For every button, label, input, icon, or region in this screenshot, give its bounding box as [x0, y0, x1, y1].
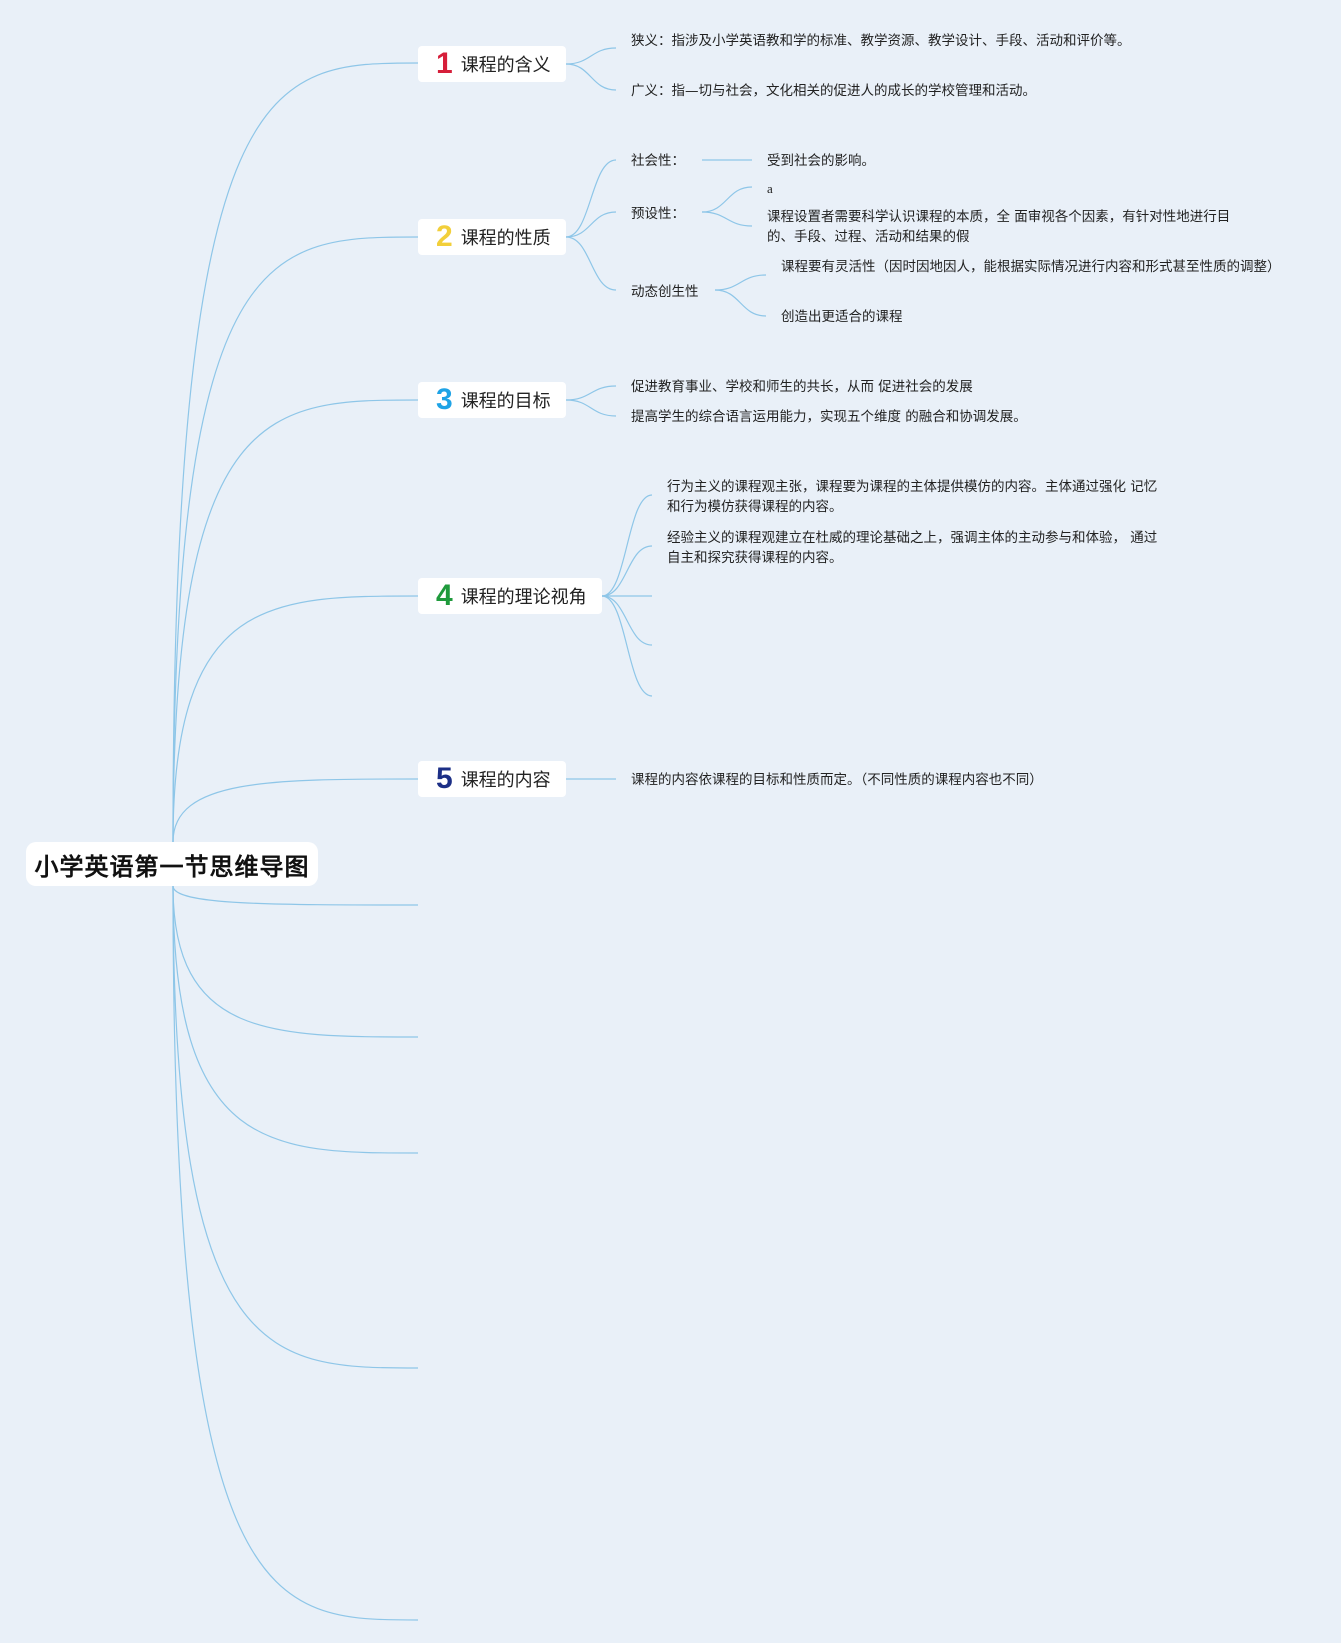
branch-line-8 [172, 885, 419, 1154]
topic-1-subtopic-1[interactable]: 狭义：指涉及小学英语教和学的标准、教学资源、教学设计、手段、活动和评价等。 [631, 33, 1131, 49]
topic-2-preset-link-a [701, 186, 753, 213]
topic-5-subtopic-1[interactable]: 课程的内容依课程的目标和性质而定。（不同性质的课程内容也不同） [631, 772, 1043, 788]
topic-2-link-preset [565, 211, 617, 238]
topic-2-preset-detail-a[interactable]: a [767, 181, 773, 196]
topic-1-label: 课程的含义 [460, 55, 551, 76]
topic-2-dynamic-link-1 [714, 274, 767, 291]
topic-4-number: 4 [436, 579, 453, 612]
branch-line-10 [172, 885, 419, 1621]
topic-3-link-1 [565, 385, 617, 401]
topic-4[interactable]: 4 课程的理论视角 [418, 578, 602, 614]
topic-2-subtopic-dynamic[interactable]: 动态创生性 [631, 284, 699, 300]
topic-1-subtopic-2[interactable]: 广义：指—切与社会，文化相关的促进人的成长的学校管理和活动。 [631, 83, 1036, 99]
topic-2-preset-link-detail [701, 211, 753, 227]
branch-line-9 [172, 885, 419, 1369]
topic-2-social-detail[interactable]: 受到社会的影响。 [767, 153, 875, 169]
topic-3-subtopic-2[interactable]: 提高学生的综合语言运用能力，实现五个维度 的融合和协调发展。 [631, 409, 1027, 425]
branch-line-5 [172, 778, 419, 843]
topic-5[interactable]: 5 课程的内容 [418, 761, 566, 797]
central-topic[interactable]: 小学英语第一节思维导图 [26, 842, 318, 886]
topic-5-number: 5 [436, 762, 453, 795]
topic-3-label: 课程的目标 [460, 391, 551, 412]
topic-2-preset-detail[interactable]: 课程设置者需要科学认识课程的本质，全 面审视各个因素，有针对性地进行目的、手段、… [767, 209, 1231, 245]
topic-2-subtopic-social[interactable]: 社会性： [631, 153, 685, 169]
topic-3[interactable]: 3 课程的目标 [418, 382, 566, 418]
branch-line-4 [172, 595, 419, 843]
branch-line-3 [172, 399, 419, 843]
topic-4-link-2 [601, 545, 653, 597]
topic-2-dynamic-detail-2[interactable]: 创造出更适合的课程 [781, 309, 903, 325]
topic-3-number: 3 [436, 383, 453, 416]
topic-4-link-1 [601, 494, 653, 597]
topic-2-link-social [565, 159, 617, 238]
topic-3-link-2 [565, 399, 617, 417]
topic-2-dynamic-detail-1[interactable]: 课程要有灵活性（因时因地因人，能根据实际情况进行内容和形式甚至性质的调整） [781, 259, 1281, 275]
topic-2-number: 2 [436, 220, 453, 253]
branch-line-2 [172, 236, 419, 843]
topic-1-number: 1 [436, 47, 453, 80]
topic-1-link-1 [565, 47, 617, 65]
topic-4-subtopic-2[interactable]: 经验主义的课程观建立在杜威的理论基础之上，强调主体的主动参与和体验， 通过自主和… [667, 530, 1158, 566]
branch-line-7 [172, 885, 419, 1038]
topic-4-link-5 [601, 595, 653, 697]
topic-2[interactable]: 2 课程的性质 [418, 219, 566, 255]
topic-1-link-2 [565, 63, 617, 91]
central-topic-label: 小学英语第一节思维导图 [34, 852, 310, 881]
topic-2-label: 课程的性质 [460, 228, 551, 249]
topic-4-link-4 [601, 595, 653, 646]
topic-2-dynamic-link-2 [714, 289, 767, 317]
branch-line-1 [172, 62, 419, 843]
branch-line-6 [172, 885, 419, 906]
topic-4-label: 课程的理论视角 [460, 587, 587, 608]
topic-2-subtopic-preset[interactable]: 预设性： [631, 206, 685, 222]
topic-1[interactable]: 1 课程的含义 [418, 46, 566, 82]
topic-4-subtopic-1[interactable]: 行为主义的课程观主张，课程要为课程的主体提供模仿的内容。主体通过强化 记忆和行为… [667, 479, 1158, 515]
topic-5-label: 课程的内容 [460, 770, 551, 791]
topic-3-subtopic-1[interactable]: 促进教育事业、学校和师生的共长，从而 促进社会的发展 [631, 379, 973, 395]
topic-2-link-dynamic [565, 236, 617, 291]
